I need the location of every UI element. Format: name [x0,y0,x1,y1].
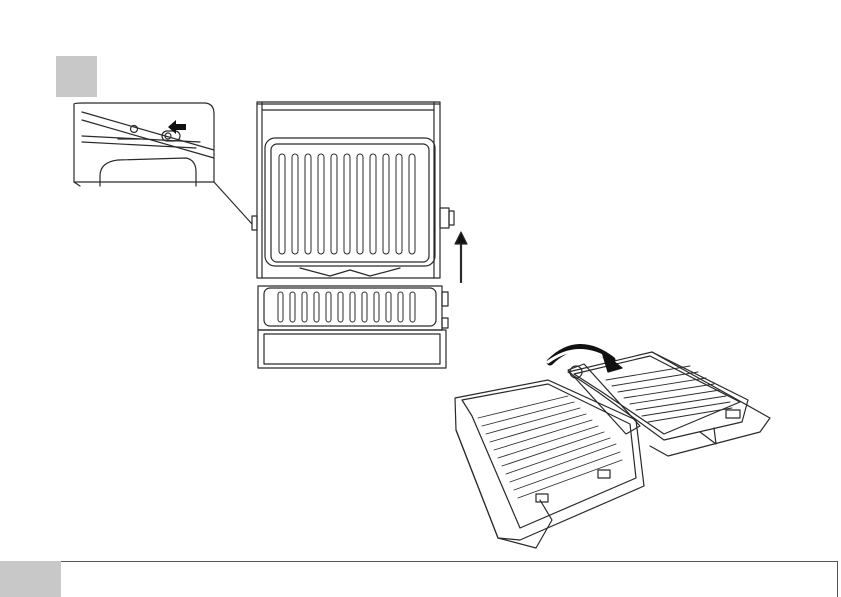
grill-open-front [252,102,454,368]
grill-flat-open [455,352,770,548]
arrow-up-icon [455,232,467,282]
footer-rule [61,561,837,562]
detail-inset [74,103,252,224]
footer-rule-end [837,561,838,597]
footer-tab [0,561,61,597]
